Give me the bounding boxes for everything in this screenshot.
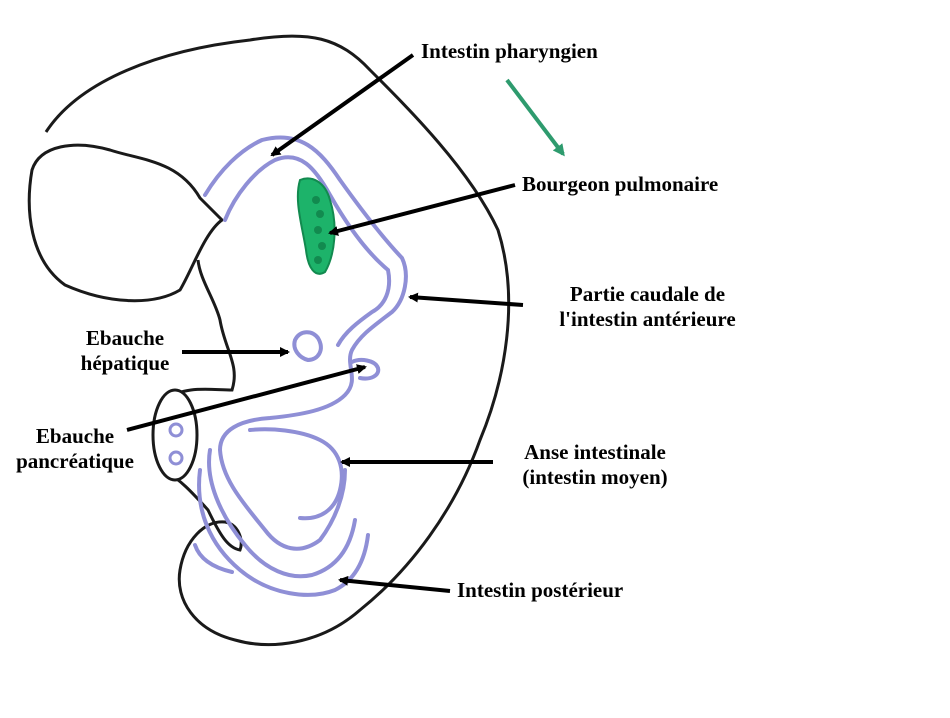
- label-anse-intestinale: Anse intestinale (intestin moyen): [500, 440, 690, 490]
- label-line: (intestin moyen): [522, 465, 668, 489]
- label-line: Ebauche: [85, 326, 165, 350]
- arrow-partie-caudale: [408, 292, 524, 307]
- gut-tube: [193, 135, 408, 597]
- lung-bud: [296, 177, 336, 275]
- label-intestin-posterieur: Intestin postérieur: [457, 578, 624, 602]
- arrow-ebauche-pancreatique: [126, 364, 367, 432]
- stalk-dot: [168, 422, 184, 438]
- label-line: Ebauche: [35, 424, 115, 448]
- arrow-intestin-pharyngien: [270, 53, 415, 157]
- label-partie-caudale: Partie caudale de l'intestin antérieure: [530, 282, 765, 332]
- arrow-intestin-posterieur: [338, 575, 451, 593]
- arrow-bourgeon-pulmonaire: [328, 183, 516, 236]
- label-intestin-pharyngien: Intestin pharyngien: [421, 39, 598, 63]
- label-line: Anse intestinale: [524, 440, 666, 464]
- lung-bud-lobes: [312, 196, 326, 264]
- label-line: hépatique: [80, 351, 170, 375]
- label-ebauche-pancreatique: Ebauche pancréatique: [0, 424, 150, 474]
- label-line: Partie caudale de: [569, 282, 726, 306]
- label-line: pancréatique: [16, 449, 134, 473]
- label-ebauche-hepatique: Ebauche hépatique: [60, 326, 190, 376]
- label-bourgeon-pulmonaire: Bourgeon pulmonaire: [522, 172, 719, 196]
- orientation-arrow: [505, 78, 565, 157]
- embryo-outline: [27, 143, 225, 303]
- stalk-dot: [168, 450, 184, 466]
- label-line: l'intestin antérieure: [559, 307, 736, 331]
